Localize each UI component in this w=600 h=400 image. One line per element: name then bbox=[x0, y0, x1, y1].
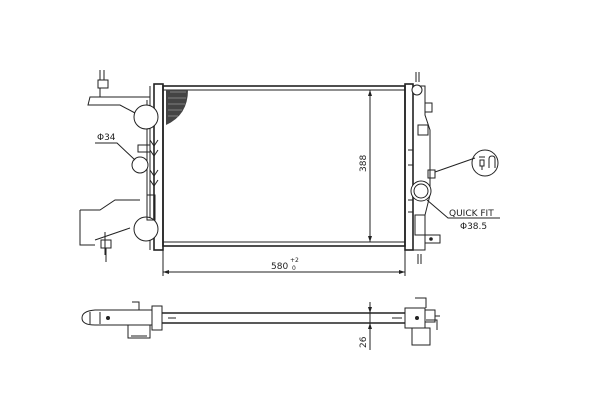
outlet-label: QUICK FIT bbox=[449, 209, 494, 219]
height-dimension-label: 388 bbox=[359, 155, 369, 172]
left-tank bbox=[79, 70, 164, 262]
front-view: 388 580 +2 0 Φ34 QUICK FIT Φ38.5 bbox=[79, 70, 500, 276]
width-dimension: 580 +2 0 bbox=[162, 250, 406, 276]
inlet-callout: Φ34 bbox=[95, 133, 136, 161]
side-view: 26 bbox=[81, 297, 440, 350]
width-dimension-label: 580 bbox=[271, 262, 288, 272]
right-tank bbox=[404, 72, 441, 264]
width-tolerance-lower: 0 bbox=[292, 265, 296, 272]
thickness-dimension-label: 26 bbox=[359, 336, 369, 348]
height-dimension: 388 bbox=[359, 90, 372, 242]
fin-hatch bbox=[166, 90, 188, 125]
outlet-diameter-label: Φ38.5 bbox=[460, 222, 487, 232]
inlet-diameter-label: Φ34 bbox=[97, 133, 116, 143]
sensor-detail-callout bbox=[434, 149, 499, 177]
outlet-callout: QUICK FIT Φ38.5 bbox=[426, 199, 500, 232]
width-tolerance-upper: +2 bbox=[290, 257, 299, 264]
